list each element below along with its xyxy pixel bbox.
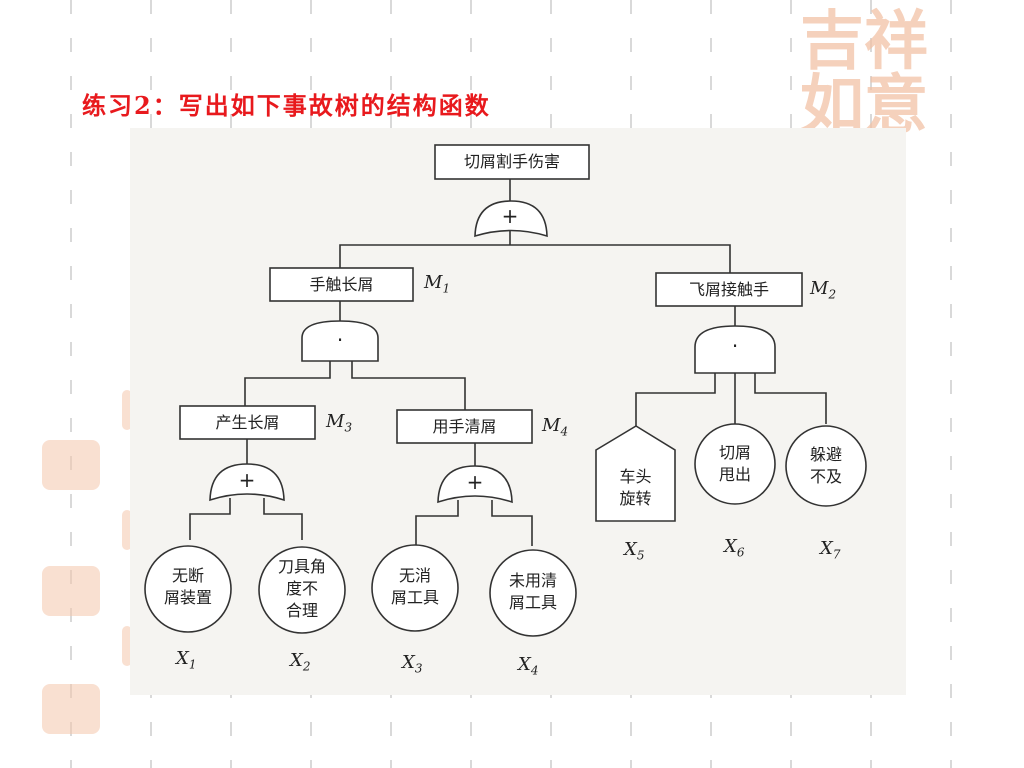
- m4-symbol: M4: [542, 415, 569, 439]
- m3-symbol: M3: [326, 411, 353, 435]
- seal-logo-small: [42, 440, 100, 490]
- m3-box: [179, 405, 316, 440]
- or-gate-symbol: +: [466, 470, 484, 494]
- m2-box: [655, 272, 803, 307]
- x5-event-label: 车头 旋转: [619, 467, 652, 508]
- seal-logo-large: 吉祥如意: [800, 4, 928, 143]
- m2-and-gate: [694, 325, 776, 374]
- x2-event-label: 刀具角 度不 合理: [277, 557, 326, 620]
- x3-circle: [371, 544, 459, 632]
- m4-box: [396, 409, 533, 444]
- seal-logo-small: [42, 684, 100, 734]
- m1-event-label: 手触长屑: [309, 275, 374, 294]
- x7-event-label: 躲避 不及: [809, 445, 842, 486]
- x3-event-label: 无消 屑工具: [390, 566, 439, 607]
- x4-symbol: X4: [518, 654, 539, 678]
- or-gate-symbol: +: [238, 468, 256, 492]
- m1-and-gate: [301, 320, 379, 362]
- fault-tree-lines: [144, 144, 867, 637]
- m4-event-label: 用手清屑: [432, 417, 497, 436]
- m2-event-label: 飞屑接触手: [688, 280, 769, 299]
- m3-event-label: 产生长屑: [215, 413, 280, 432]
- x2-symbol: X2: [290, 650, 311, 674]
- seal-logo-small: [42, 566, 100, 616]
- seal-logo-small: [122, 390, 132, 430]
- x1-circle: [144, 545, 232, 633]
- fault-tree-diagram: 切屑割手伤害 + · + + · 手触长屑 M1 飞屑接触手 M2 产生长屑 M…: [130, 128, 906, 695]
- m1-symbol: M1: [424, 272, 451, 296]
- m1-box: [269, 267, 414, 302]
- seal-logo-small: [122, 510, 132, 550]
- or-gate-symbol: +: [501, 204, 519, 228]
- top-event-label: 切屑割手伤害: [463, 152, 560, 171]
- x6-circle: [694, 423, 776, 505]
- x6-event-label: 切屑 甩出: [718, 443, 751, 484]
- and-gate-symbol: ·: [731, 334, 739, 358]
- x1-symbol: X1: [176, 648, 197, 672]
- x4-event-label: 未用清 屑工具: [508, 571, 557, 612]
- m4-or-gate: [437, 465, 513, 504]
- m2-symbol: M2: [810, 278, 837, 302]
- x5-house: [595, 425, 676, 522]
- m3-or-gate: [209, 463, 285, 502]
- x1-event-label: 无断 屑装置: [163, 566, 212, 607]
- slide-title: 练习2：写出如下事故树的结构函数: [82, 91, 491, 120]
- top-event-box: [434, 144, 590, 180]
- x3-symbol: X3: [402, 652, 423, 676]
- x2-circle: [258, 546, 346, 634]
- x5-symbol: X5: [624, 539, 645, 563]
- x6-symbol: X6: [724, 536, 745, 560]
- seal-logo-small: [122, 626, 132, 666]
- x7-symbol: X7: [820, 538, 841, 562]
- x4-circle: [489, 549, 577, 637]
- x7-circle: [785, 425, 867, 507]
- and-gate-symbol: ·: [336, 328, 344, 352]
- top-or-gate: [474, 200, 548, 238]
